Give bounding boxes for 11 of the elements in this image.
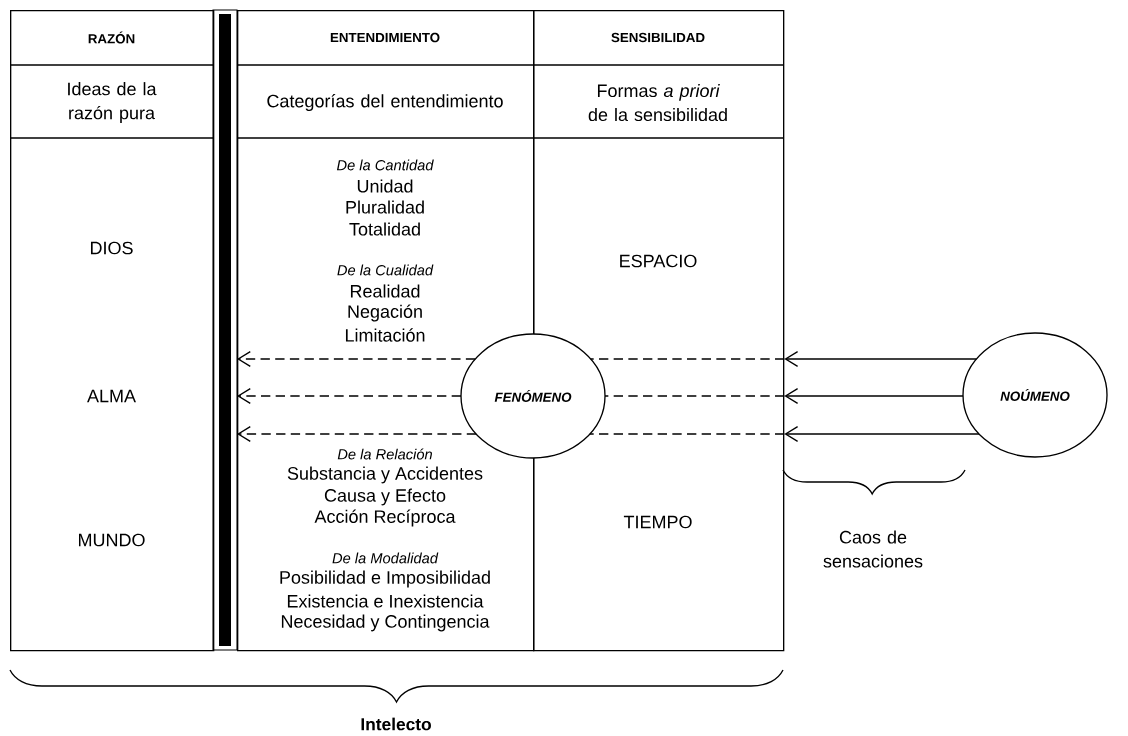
brace-label: Intelecto — [361, 717, 431, 731]
table-column: RAZÓN Ideas de la razón pura DIOS ALMA MUNDO — [9, 10, 215, 652]
ellipse-node: NOÚMENO — [962, 332, 1108, 458]
arrow — [784, 388, 964, 404]
brace-label: Caos de sensaciones — [823, 530, 923, 568]
arrow — [237, 351, 476, 367]
arrow — [237, 388, 462, 404]
arrow — [784, 426, 980, 442]
arrow — [237, 426, 477, 442]
ellipse-node: FENÓMENO — [460, 333, 606, 459]
arrow — [784, 351, 978, 367]
